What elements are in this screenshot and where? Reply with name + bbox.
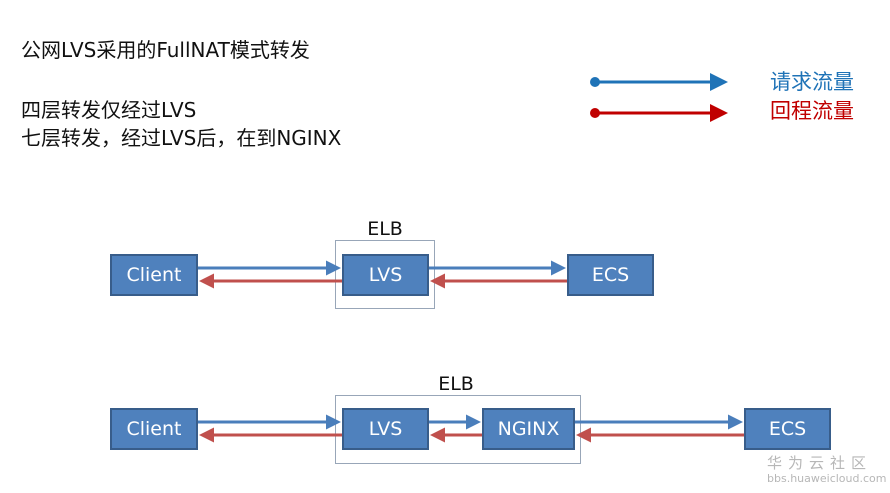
top-client-node[interactable]: Client bbox=[110, 254, 198, 296]
bottom-lvs-node[interactable]: LVS bbox=[342, 408, 429, 450]
elb-label-top: ELB bbox=[367, 218, 403, 240]
legend-request-label: 请求流量 bbox=[770, 70, 854, 94]
legend-request-line bbox=[590, 73, 728, 91]
legend-response-label: 回程流量 bbox=[770, 99, 854, 123]
bottom-ecs-node[interactable]: ECS bbox=[744, 408, 831, 450]
layer4-description: 四层转发仅经过LVS bbox=[21, 98, 197, 122]
elb-label-bottom: ELB bbox=[438, 373, 474, 395]
top-lvs-node[interactable]: LVS bbox=[342, 254, 429, 296]
page-title: 公网LVS采用的FullNAT模式转发 bbox=[21, 38, 310, 62]
layer7-description: 七层转发，经过LVS后，在到NGINX bbox=[21, 126, 342, 150]
top-ecs-node[interactable]: ECS bbox=[567, 254, 654, 296]
bottom-client-node[interactable]: Client bbox=[110, 408, 198, 450]
watermark-brand: 华为云社区 bbox=[767, 454, 873, 472]
legend-response-line bbox=[590, 104, 728, 122]
bottom-nginx-node[interactable]: NGINX bbox=[482, 408, 575, 450]
watermark-url: bbs.huaweicloud.com bbox=[767, 472, 887, 485]
